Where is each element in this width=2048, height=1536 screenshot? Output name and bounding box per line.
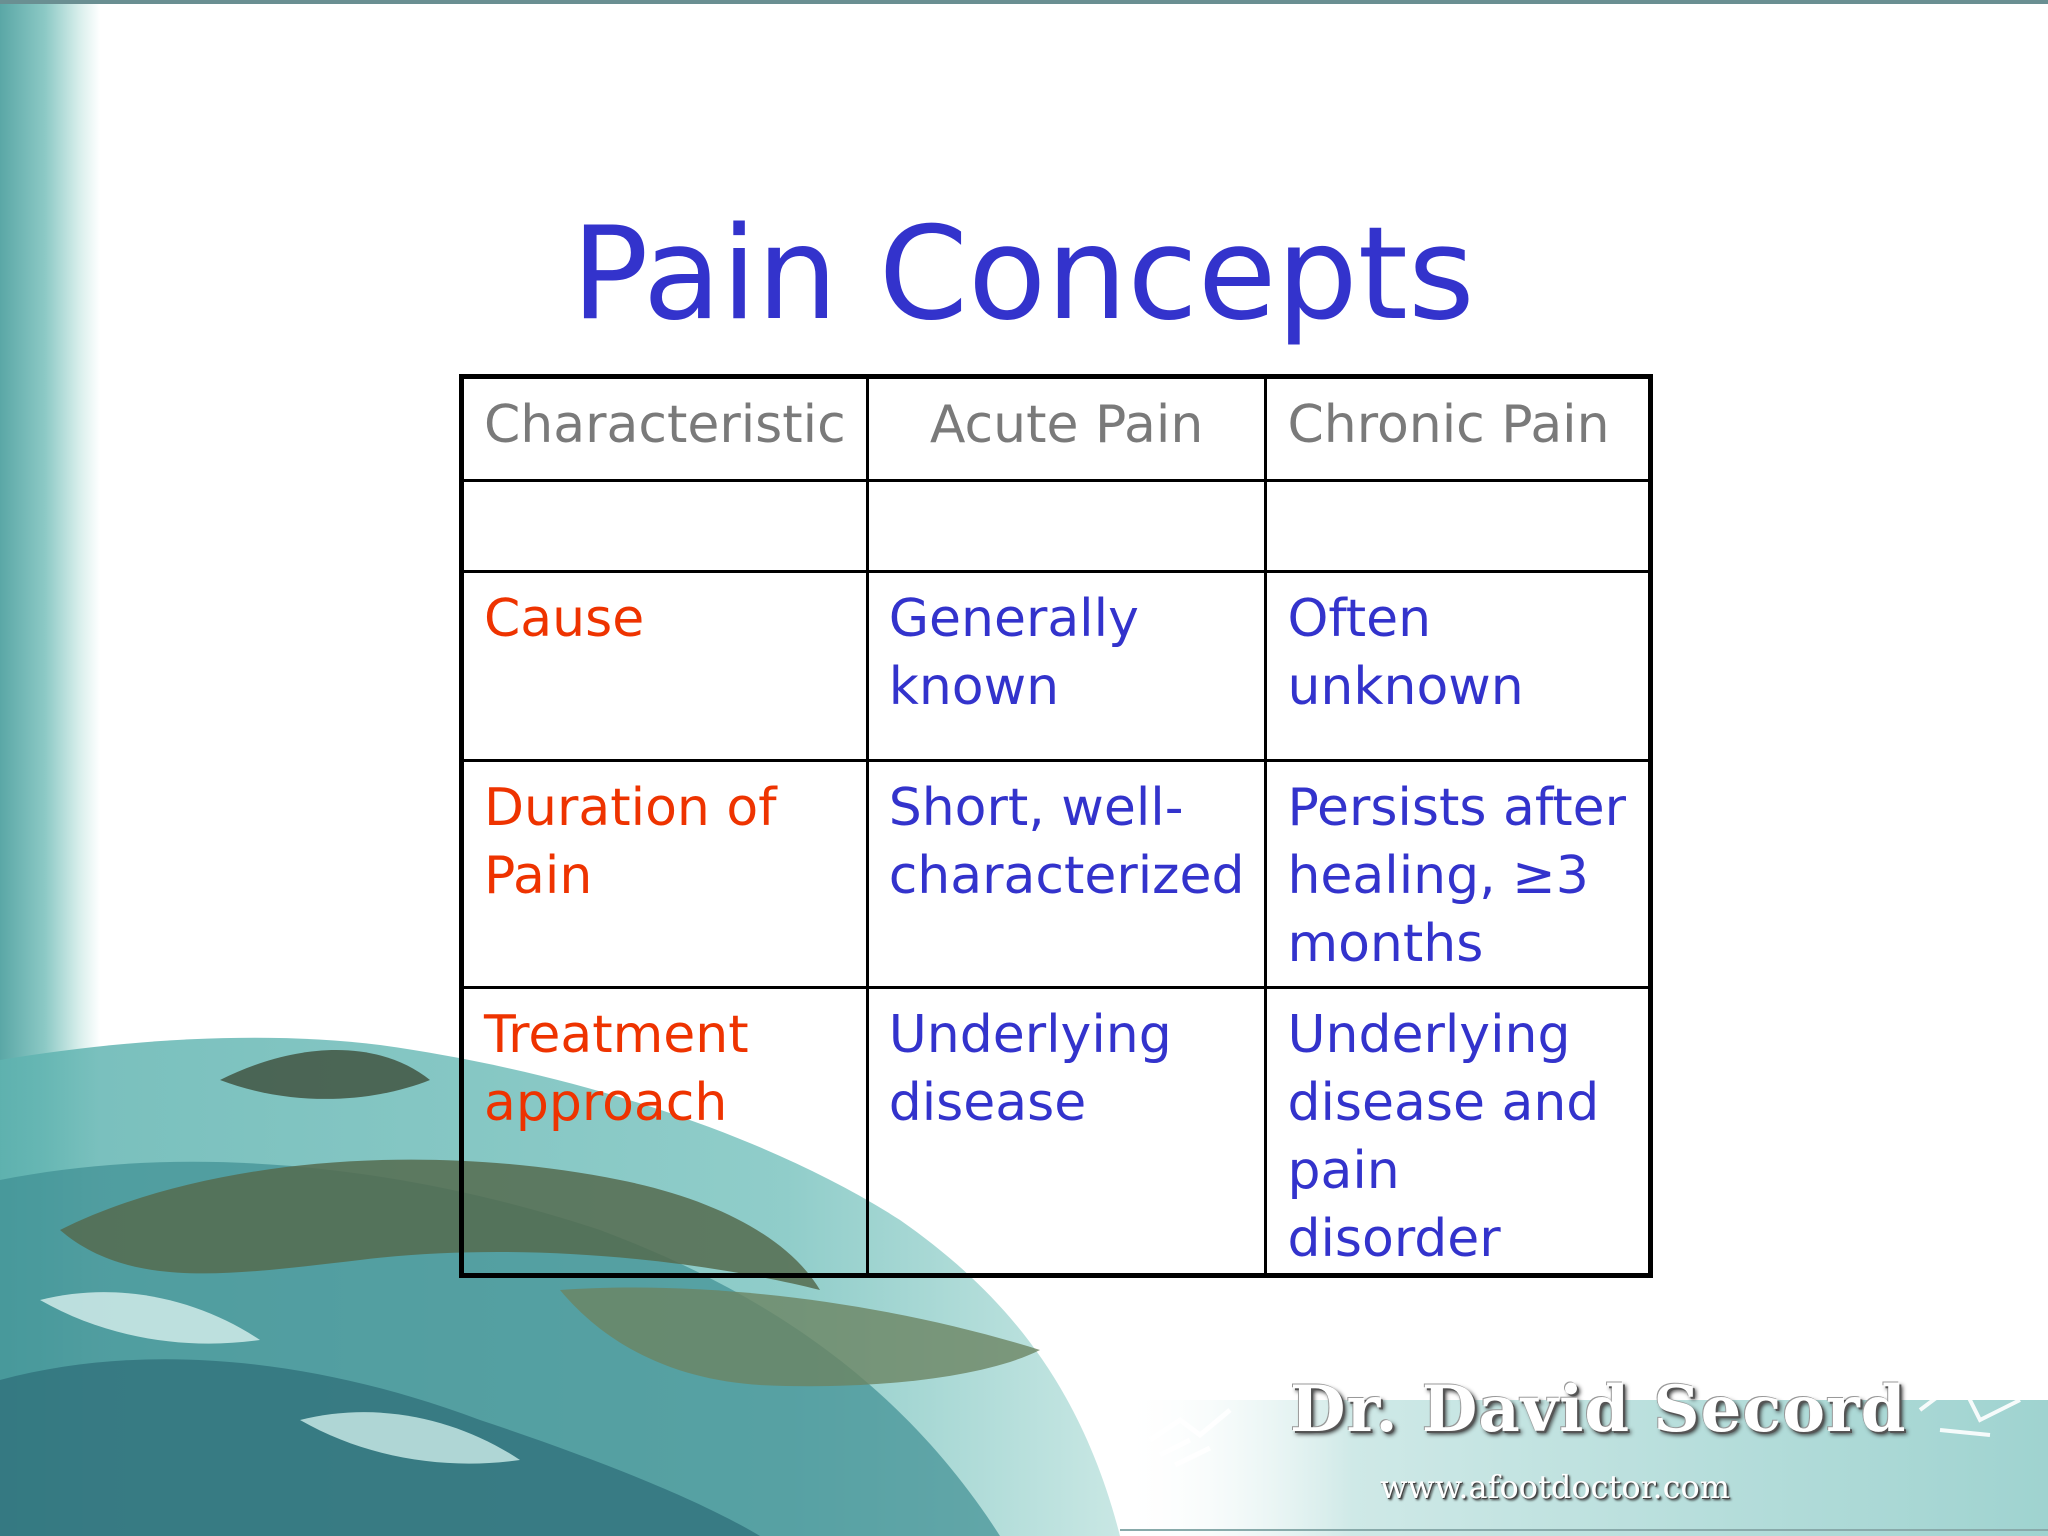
header-chronic-pain: Chronic Pain [1264, 375, 1653, 482]
table-row-empty [460, 479, 1653, 573]
cell-duration-acute: Short, well- characterized [865, 759, 1268, 989]
brand-logo-panel [1120, 1376, 2048, 1536]
top-border-line [0, 0, 2048, 4]
pain-comparison-table: Characteristic Acute Pain Chronic Pain C… [459, 374, 1654, 1278]
table-header-row: Characteristic Acute Pain Chronic Pain [460, 375, 1653, 482]
brand-name: Dr. David Secord [1290, 1372, 1907, 1447]
slide-title: Pain Concepts [571, 200, 1475, 349]
header-acute-pain: Acute Pain [865, 375, 1268, 482]
table-row-cause: Cause Generally known Often unknown [460, 570, 1653, 762]
brand-url: www.afootdoctor.com [1380, 1468, 1731, 1506]
table-cell-empty [460, 479, 869, 573]
table-cell-empty [1264, 479, 1653, 573]
header-characteristic: Characteristic [460, 375, 869, 482]
cell-treatment-chronic: Underlying disease and pain disorder [1264, 986, 1653, 1277]
cell-cause-acute: Generally known [865, 570, 1268, 762]
table-row-treatment: Treatment approach Underlying disease Un… [460, 986, 1653, 1277]
cell-cause-chronic: Often unknown [1264, 570, 1653, 762]
cell-treatment-acute: Underlying disease [865, 986, 1268, 1277]
row-label-treatment: Treatment approach [460, 986, 869, 1277]
table-row-duration: Duration of Pain Short, well- characteri… [460, 759, 1653, 989]
table-cell-empty [865, 479, 1268, 573]
row-label-cause: Cause [460, 570, 869, 762]
cell-duration-chronic: Persists after healing, ≥3 months [1264, 759, 1653, 989]
row-label-duration: Duration of Pain [460, 759, 869, 989]
